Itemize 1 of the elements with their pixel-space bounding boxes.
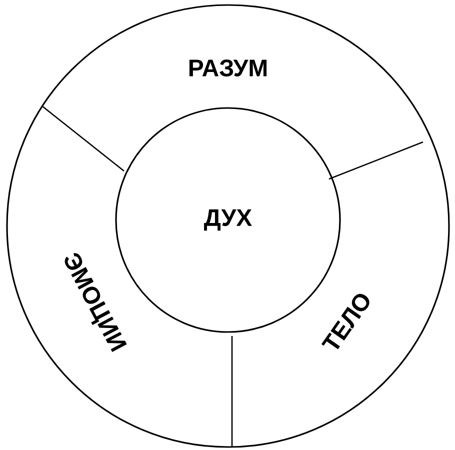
segment-label: РАЗУМ [189,60,267,76]
